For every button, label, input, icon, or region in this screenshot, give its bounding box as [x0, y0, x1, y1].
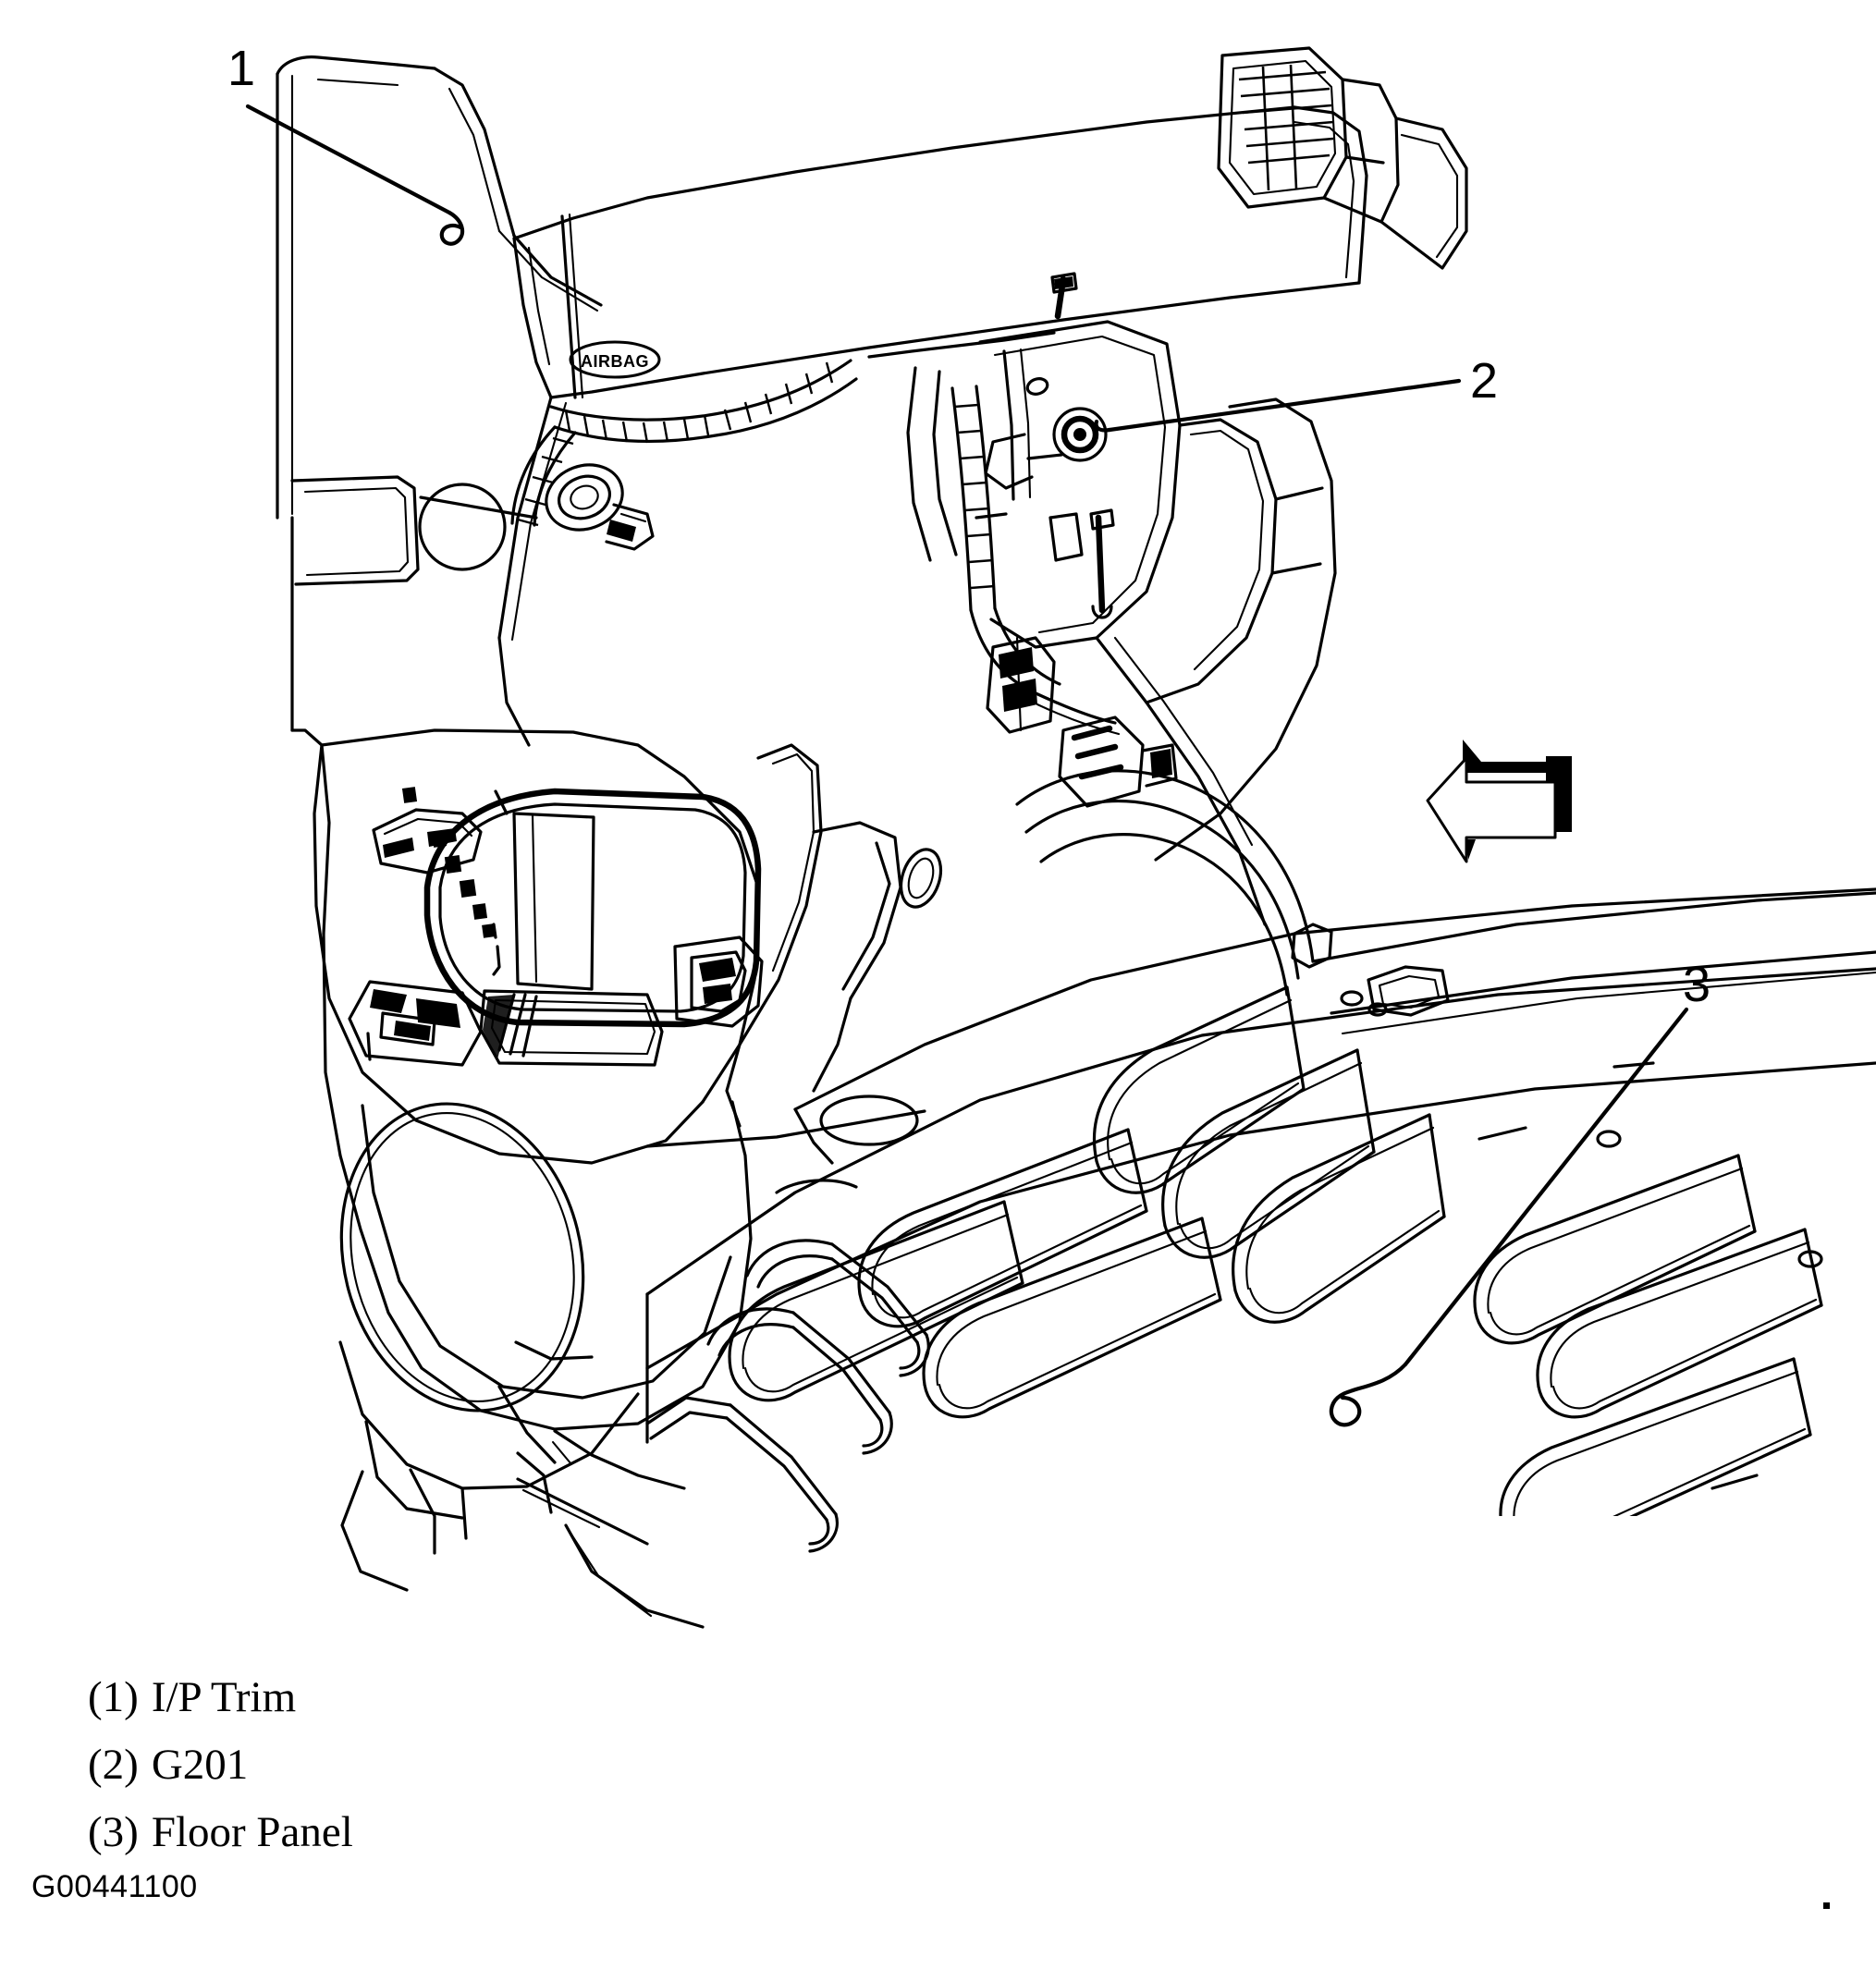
console-storage-recess	[479, 989, 664, 1067]
svg-text:AIRBAG: AIRBAG	[581, 352, 649, 371]
dash-support-brace	[867, 331, 1084, 562]
rib-cluster-upper	[1092, 985, 1446, 1324]
conduit-ribs-left	[517, 436, 574, 527]
legend-item-2-number: (2)	[88, 1741, 139, 1789]
leader-line-2	[1094, 378, 1462, 433]
leader-line-3	[1329, 1007, 1689, 1427]
legend-item-3: (3)Floor Panel	[88, 1799, 920, 1866]
legend-item-2: (2)G201	[88, 1731, 920, 1799]
defroster-grille	[1217, 46, 1468, 270]
floor-panel	[645, 887, 1876, 1553]
rib-cluster-lower-left	[728, 1128, 1222, 1419]
leader-line-1	[245, 104, 465, 246]
conduit-ribs-vert	[953, 403, 996, 590]
toe-board-ribs	[645, 1239, 930, 1553]
callout-leader-lines	[245, 104, 1689, 1427]
figure-id: G00441100	[31, 1869, 198, 1904]
shifter-detents	[401, 787, 501, 976]
mounting-stud	[1050, 272, 1078, 320]
legend-item-1: (1)I/P Trim	[88, 1664, 920, 1731]
legend-item-1-number: (1)	[88, 1673, 139, 1721]
legend-item-3-label: Floor Panel	[151, 1808, 353, 1856]
tunnel-and-lower-dash	[1015, 397, 1337, 997]
legend-item-3-number: (3)	[88, 1808, 139, 1856]
floor-stiffening-ribs	[728, 985, 1823, 1516]
legend-item-1-label: I/P Trim	[151, 1673, 297, 1721]
harness-grommet	[545, 463, 655, 551]
callout-number-3: 3	[1683, 957, 1711, 1012]
g201-ground-bolt	[1052, 407, 1108, 462]
rib-cluster-lower-right	[1473, 1154, 1823, 1516]
conduit-ribs-upper	[564, 361, 834, 444]
tunnel-stud	[1089, 508, 1115, 619]
seat-track-stub	[1291, 923, 1527, 1141]
center-console	[313, 728, 764, 1629]
legend-item-2-label: G201	[151, 1741, 249, 1789]
drawing-body: AIRBAG	[245, 46, 1876, 1629]
ip-trim-panel: AIRBAG	[512, 105, 1368, 399]
callout-number-1: 1	[227, 41, 256, 96]
footwell-side-trim	[725, 743, 943, 1128]
component-legend: (1)I/P Trim (2)G201 (3)Floor Panel	[88, 1664, 920, 1866]
console-right-trim	[673, 936, 764, 1028]
callout-number-2: 2	[1470, 353, 1499, 409]
glove-box-region	[290, 396, 568, 747]
ground-stud-g201	[978, 272, 1182, 808]
shift-lever	[372, 808, 483, 874]
airbag-emboss: AIRBAG	[569, 340, 661, 379]
view-direction-arrow	[1426, 740, 1572, 863]
console-switch-pod	[348, 980, 483, 1067]
harness-connector	[986, 636, 1056, 734]
corner-registration-dot	[1823, 1902, 1830, 1909]
floor-connector	[1058, 715, 1178, 808]
grille-slats	[1238, 64, 1334, 191]
a-pillar-and-windshield	[276, 55, 603, 520]
